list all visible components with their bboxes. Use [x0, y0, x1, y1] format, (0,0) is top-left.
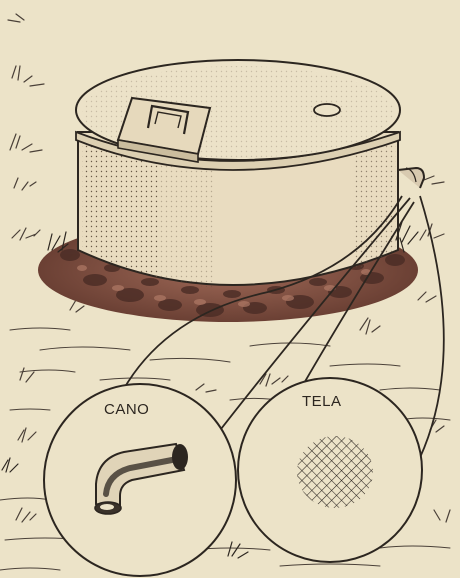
callout-label-right: TELA	[302, 393, 342, 410]
callout-label-left: CANO	[104, 401, 149, 418]
